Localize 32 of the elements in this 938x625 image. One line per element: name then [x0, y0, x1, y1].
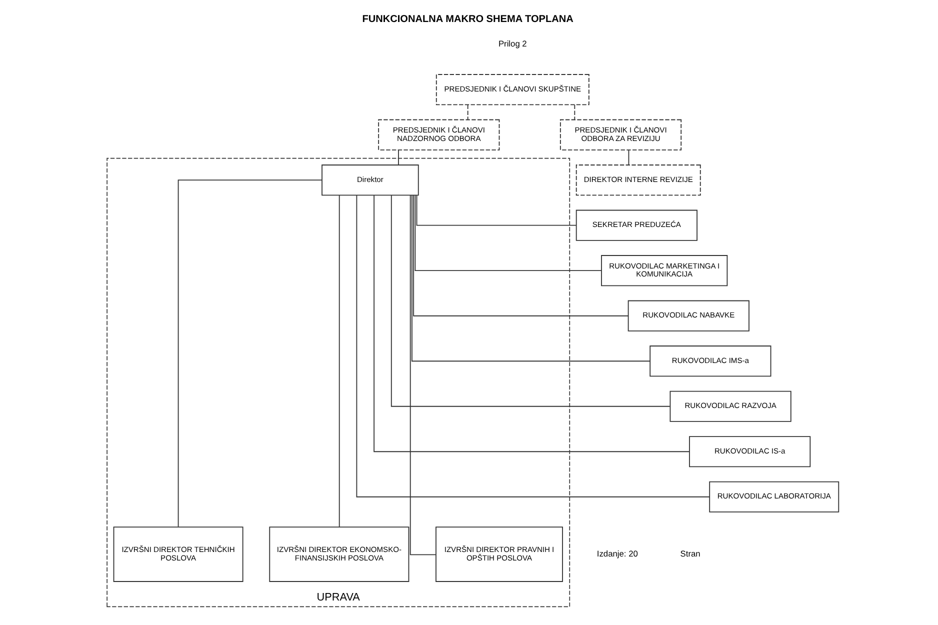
- node-box: PREDSJEDNIK I ČLANOVI ODBORA ZA REVIZIJU: [559, 119, 682, 150]
- node-box: RUKOVODILAC IMS-a: [649, 346, 771, 377]
- label: Stran: [680, 548, 700, 558]
- diagram-title: FUNKCIONALNA MAKRO SHEMA TOPLANA: [362, 14, 573, 26]
- node-box: PREDSJEDNIK I ČLANOVI NADZORNOG ODBORA: [378, 119, 500, 150]
- node-box: RUKOVODILAC IS-a: [688, 436, 810, 468]
- connector: [411, 194, 650, 362]
- node-box: Direktor: [321, 164, 418, 196]
- label: Prilog 2: [498, 38, 526, 48]
- label: Izdanje: 20: [596, 548, 638, 558]
- connector: [338, 194, 340, 528]
- connector: [466, 104, 468, 120]
- node-box: SEKRETAR PREDUZEĆA: [575, 210, 697, 241]
- connector: [412, 194, 628, 316]
- node-box: PREDSJEDNIK I ČLANOVI SKUPŠTINE: [435, 74, 589, 106]
- node-box: IZVRŠNI DIREKTOR PRAVNIH I OPŠTIH POSLOVA: [435, 526, 562, 582]
- node-box: RUKOVODILAC LABORATORIJA: [708, 481, 839, 512]
- node-box: IZVRŠNI DIREKTOR EKONOMSKO-FINANSIJSKIH POSLOVA: [268, 526, 409, 582]
- connector: [574, 104, 575, 120]
- connector: [390, 194, 670, 407]
- connector: [628, 150, 629, 166]
- connector: [177, 180, 322, 528]
- connector: [414, 194, 602, 272]
- node-box: RUKOVODILAC MARKETINGA I KOMUNIKACIJA: [600, 255, 728, 286]
- connector: [373, 195, 690, 452]
- node-box: DIREKTOR INTERNE REVIZIJE: [575, 164, 700, 196]
- connector: [356, 194, 710, 498]
- connector: [416, 194, 576, 226]
- node-box: RUKOVODILAC RAZVOJA: [669, 390, 791, 422]
- node-box: RUKOVODILAC NABAVKE: [627, 300, 749, 332]
- node-box: IZVRŠNI DIREKTOR TEHNIČKIH POSLOVA: [112, 526, 243, 582]
- connector: [409, 194, 436, 556]
